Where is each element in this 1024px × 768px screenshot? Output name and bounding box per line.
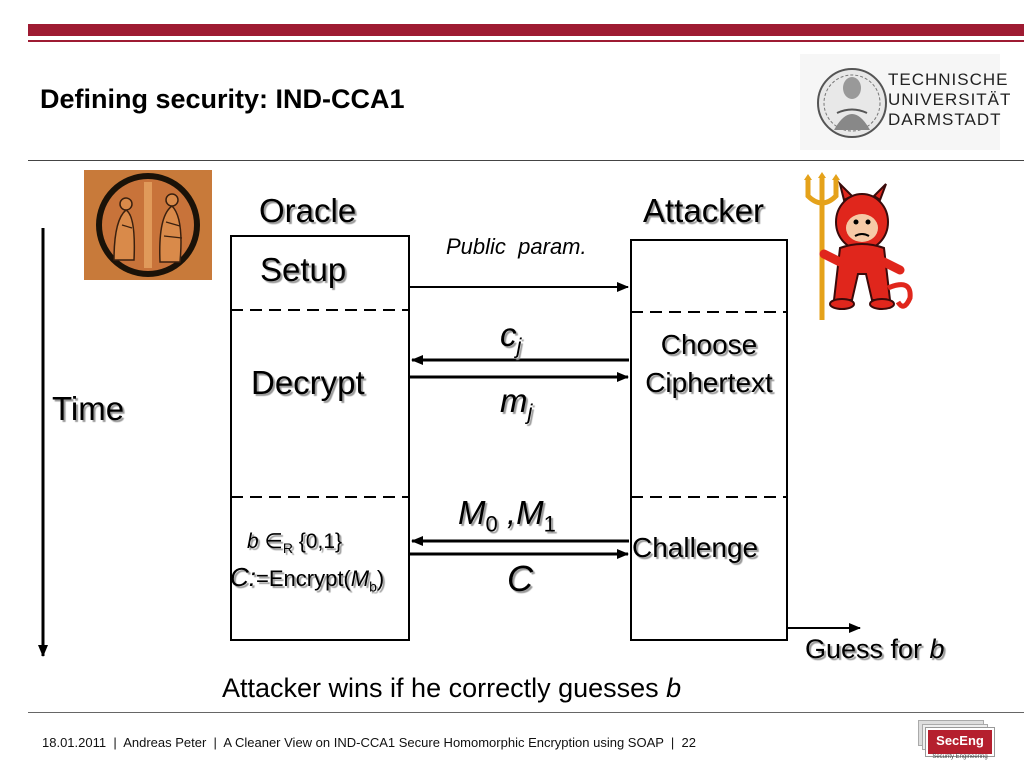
attacker-label: Attacker	[643, 192, 765, 229]
header-thin-bar	[28, 40, 1024, 42]
set-01: {0,1}	[292, 530, 343, 553]
encrypt-text: =Encrypt(	[256, 566, 351, 591]
seceng-logo-text: SecEng	[926, 728, 994, 756]
mb-sub: b	[369, 578, 377, 595]
cj-base: c	[500, 316, 517, 353]
challenge-label: Challenge	[632, 532, 759, 563]
university-name: TECHNISCHE UNIVERSITÄT DARMSTADT	[888, 70, 1012, 129]
b-var: b	[247, 530, 259, 553]
cj-label: cj	[500, 316, 521, 360]
m0-base: M	[458, 494, 486, 531]
encrypt-label: C:=Encrypt(Mb)	[230, 562, 384, 594]
wins-var: b	[666, 673, 682, 703]
page-title: Defining security: IND-CCA1	[40, 84, 405, 114]
mj-base: m	[500, 382, 528, 419]
seceng-logo-icon: SecEng Security Engineering	[916, 718, 994, 762]
time-label: Time	[52, 390, 125, 427]
oracle-label: Oracle	[259, 192, 357, 229]
attacker-box	[630, 239, 788, 641]
wins-statement: Attacker wins if he correctly guesses b	[222, 673, 681, 704]
mj-label: mj	[500, 382, 532, 426]
guess-var: b	[929, 634, 945, 664]
c-label: C	[507, 558, 533, 599]
oracle-box	[230, 235, 410, 641]
guess-text: Guess for	[805, 634, 930, 664]
wins-text: Attacker wins if he correctly guesses	[222, 673, 667, 703]
c-assign: C:	[230, 562, 256, 592]
in-r: ∈	[258, 530, 283, 553]
b-choice-label: b ∈R {0,1}	[247, 529, 342, 556]
mj-sub: j	[527, 399, 533, 425]
seceng-logo-subtitle: Security Engineering	[932, 754, 988, 760]
m1-sub: 1	[543, 511, 556, 537]
guess-label: Guess for b	[805, 634, 945, 665]
m1-base: M	[516, 494, 544, 531]
m0-m1-label: M0 ,M1	[458, 494, 556, 538]
m-separator: ,	[497, 494, 517, 531]
m0-sub: 0	[485, 511, 498, 537]
devil-icon	[800, 170, 920, 330]
cj-sub: j	[516, 333, 522, 359]
greek-vase-icon	[84, 170, 212, 280]
tud-logo-icon: TECHNISCHE UNIVERSITÄT DARMSTADT	[800, 54, 1010, 150]
choose-line: Choose	[660, 329, 758, 360]
footer-divider	[28, 712, 1024, 713]
footer-text: 18.01.2011 | Andreas Peter | A Cleaner V…	[42, 735, 696, 750]
setup-label: Setup	[260, 251, 347, 288]
ciphertext-line: Ciphertext	[645, 367, 773, 398]
choose-ciphertext-label: Choose Ciphertext	[632, 326, 786, 402]
public-param-label: Public param.	[446, 234, 587, 259]
header-bar	[28, 24, 1024, 36]
r-sub: R	[282, 540, 293, 557]
mb-base: M	[350, 566, 370, 591]
decrypt-label: Decrypt	[251, 364, 365, 401]
title-divider	[28, 160, 1024, 161]
close-paren: )	[376, 566, 385, 591]
